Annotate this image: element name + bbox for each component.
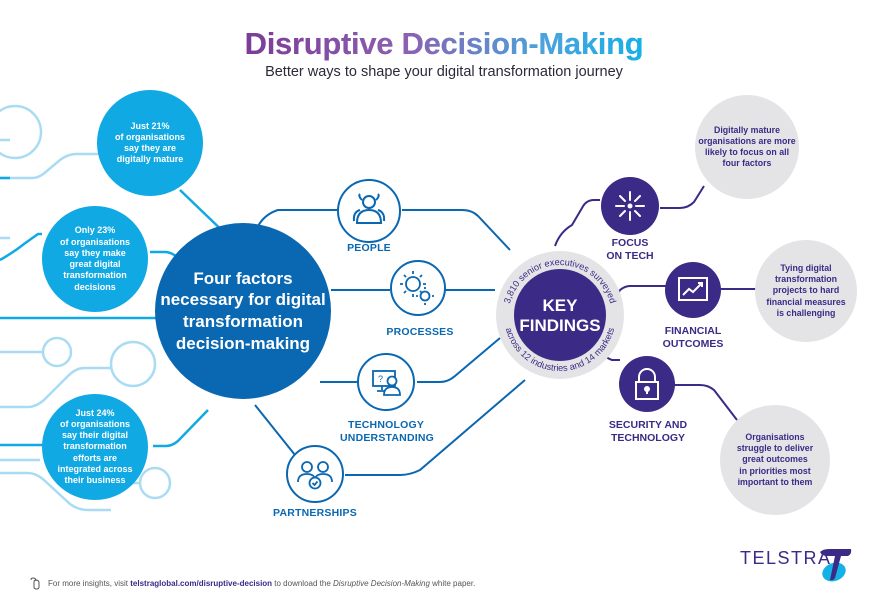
note-text: Organisations struggle to deliver great … <box>736 431 814 487</box>
factor-node-technology-understanding: ? <box>357 353 415 411</box>
stat-text: Just 21% of organisations say they are d… <box>114 120 185 165</box>
computer-user-icon: ? <box>372 370 401 396</box>
finding-node-focus-on-tech <box>601 177 659 235</box>
people-icon <box>352 193 386 224</box>
finding-label-financial-outcomes: FINANCIAL OUTCOMES <box>662 325 724 350</box>
page-subtitle: Better ways to shape your digital transf… <box>265 64 623 80</box>
padlock-icon <box>635 368 659 400</box>
stat-circle-integrated-efforts: Just 24% of organisations say their digi… <box>42 394 148 500</box>
key-findings-title-line2: FINDINGS <box>519 316 600 335</box>
factor-node-partnerships <box>286 445 344 503</box>
note-text: Tying digital transformation projects to… <box>766 262 846 318</box>
footer-middle: to download the <box>272 579 333 588</box>
footer-link[interactable]: telstraglobal.com/disruptive-decision <box>130 579 273 588</box>
key-findings-title-line1: KEY <box>543 296 579 315</box>
sparkle-icon <box>615 191 645 221</box>
note-circle-focus-on-tech: Digitally mature organisations are more … <box>695 95 799 199</box>
factor-label-processes: PROCESSES <box>386 326 454 338</box>
telstra-logo-icon <box>820 549 852 582</box>
finding-label-security-and-technology: SECURITY AND TECHNOLOGY <box>608 419 688 444</box>
partnership-icon <box>297 461 333 490</box>
svg-text:?: ? <box>378 374 383 384</box>
footer-prefix: For more insights, visit <box>48 579 131 588</box>
finding-node-security-and-technology <box>619 356 675 412</box>
gears-icon <box>400 271 434 305</box>
central-hub-four-factors: Four factors necessary for digital trans… <box>155 223 331 399</box>
key-findings-node: 3,810 senior executives surveyed across … <box>496 251 624 379</box>
stat-connectors <box>0 176 233 448</box>
stat-text: Just 24% of organisations say their digi… <box>57 407 133 486</box>
factor-label-people: PEOPLE <box>347 242 391 254</box>
footer-suffix: white paper. <box>429 579 476 588</box>
factor-label-partnerships: PARTNERSHIPS <box>273 507 357 519</box>
factor-node-processes <box>390 260 446 316</box>
page-title: Disruptive Decision-Making <box>0 26 888 62</box>
footer-paper-title: Disruptive Decision-Making <box>333 579 430 588</box>
note-text: Digitally mature organisations are more … <box>698 124 796 169</box>
chart-up-icon <box>678 277 708 301</box>
brand-name: TELSTRA <box>740 548 832 568</box>
note-circle-security: Organisations struggle to deliver great … <box>720 405 830 515</box>
finding-label-focus-on-tech: FOCUS ON TECH <box>606 237 654 262</box>
note-circle-financial-outcomes: Tying digital transformation projects to… <box>755 240 857 342</box>
stat-text: Only 23% of organisations say they make … <box>59 225 130 292</box>
factor-node-people <box>337 179 401 243</box>
stat-circle-great-decisions: Only 23% of organisations say they make … <box>42 206 148 312</box>
stat-circle-digitally-mature: Just 21% of organisations say they are d… <box>97 90 203 196</box>
mouse-pointer-icon <box>30 577 40 590</box>
finding-node-financial-outcomes <box>665 262 721 318</box>
hub-text: Four factors necessary for digital trans… <box>160 268 326 353</box>
factor-label-technology-understanding: TECHNOLOGY UNDERSTANDING <box>340 419 434 444</box>
footer-note: For more insights, visit telstraglobal.c… <box>48 579 475 588</box>
